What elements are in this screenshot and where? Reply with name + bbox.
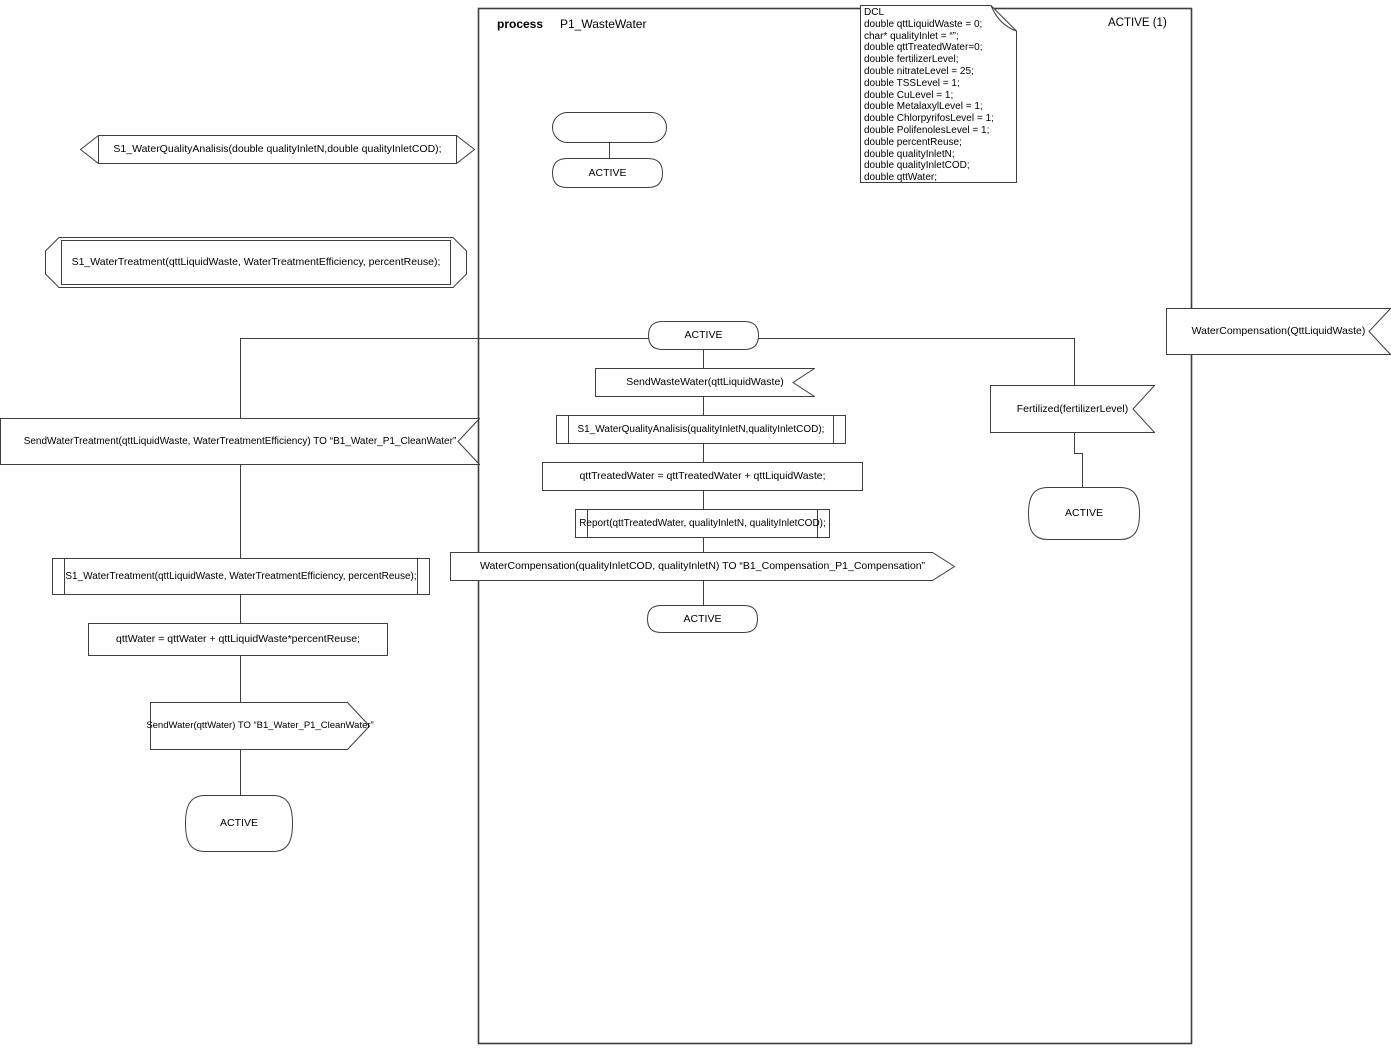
start-symbol[interactable] [552,112,667,143]
shape-outline [860,5,1017,183]
signal-decl-water-treatment[interactable]: S1_WaterTreatment(qttLiquidWaste, WaterT… [45,237,467,288]
call-water-quality-analisis[interactable]: S1_WaterQualityAnalisis(qualityInletN,qu… [556,415,846,444]
task-qtt-water-label: qttWater = qttWater + qttLiquidWaste*per… [116,633,360,646]
call-report-label: Report(qttTreatedWater, qualityInletN, q… [579,517,826,529]
shape-outline [542,462,863,491]
shape-outline [1028,487,1140,540]
shape-outline [450,552,955,581]
output-send-water-treatment-label: SendWaterTreatment(qttLiquidWaste, Water… [23,435,457,447]
shape-outline [556,415,846,444]
shape-outline [88,623,388,656]
state-active-start-label: ACTIVE [588,166,627,179]
state-active-right-label: ACTIVE [1065,507,1103,520]
state-active-mid-label: ACTIVE [684,329,723,342]
process-frame [477,7,1193,1045]
call-water-treatment-label: S1_WaterTreatment(qttLiquidWaste, WaterT… [65,570,417,582]
state-active-mid-end[interactable]: ACTIVE [647,605,758,633]
input-water-compensation[interactable]: WaterCompensation(QttLiquidWaste) [1166,308,1391,355]
shape-outline [80,135,475,164]
input-fertilized[interactable]: Fertilized(fertilizerLevel) [990,385,1155,433]
shape-outline [1166,308,1391,355]
task-qtt-treated-water[interactable]: qttTreatedWater = qttTreatedWater + qttL… [542,462,863,491]
shape-outline [185,795,293,852]
shape-outline [647,605,758,633]
call-water-quality-analisis-label: S1_WaterQualityAnalisis(qualityInletN,qu… [577,423,825,435]
shape-outline [990,385,1155,433]
input-send-waste-water[interactable]: SendWasteWater(qttLiquidWaste) [595,368,815,397]
state-active-mid[interactable]: ACTIVE [648,321,759,350]
shape-outline [52,558,430,595]
output-send-water[interactable]: SendWater(qttWater) TO “B1_Water_P1_Clea… [146,702,374,750]
signal-decl-water-treatment-label: S1_WaterTreatment(qttLiquidWaste, WaterT… [71,256,441,269]
state-active-right[interactable]: ACTIVE [1028,487,1140,540]
signal-decl-water-quality[interactable]: S1_WaterQualityAnalisis(double qualityIn… [80,135,475,164]
input-fertilized-label: Fertilized(fertilizerLevel) [1016,402,1129,415]
process-name: P1_WasteWater [560,17,647,31]
input-water-compensation-label: WaterCompensation(QttLiquidWaste) [1191,325,1366,338]
output-water-compensation[interactable]: WaterCompensation(qualityInletCOD, quali… [450,552,955,581]
shape-outline [552,112,667,143]
instance-count-label: ACTIVE (1) [1108,17,1167,29]
shape-outline [150,702,370,750]
output-water-compensation-label: WaterCompensation(qualityInletCOD, quali… [479,560,926,573]
shape-outline [45,237,467,288]
shape-outline [575,509,830,538]
shape-outline [552,158,663,188]
call-water-treatment[interactable]: S1_WaterTreatment(qttLiquidWaste, WaterT… [52,558,430,595]
shape-outline [0,418,480,465]
shape-outline [595,368,815,397]
call-report[interactable]: Report(qttTreatedWater, qualityInletN, q… [575,509,830,538]
output-send-water-treatment[interactable]: SendWaterTreatment(qttLiquidWaste, Water… [0,418,480,465]
signal-decl-water-quality-label: S1_WaterQualityAnalisis(double qualityIn… [113,143,442,156]
process-kind-label: process [497,17,544,31]
output-send-water-label: SendWater(qttWater) TO “B1_Water_P1_Clea… [146,719,374,731]
shape-outline [648,321,759,350]
input-send-waste-water-label: SendWasteWater(qttLiquidWaste) [626,376,784,389]
state-active-bottom-label: ACTIVE [220,817,258,830]
task-qtt-treated-water-label: qttTreatedWater = qttTreatedWater + qttL… [579,470,826,483]
state-active-bottom[interactable]: ACTIVE [185,795,293,852]
task-qtt-water[interactable]: qttWater = qttWater + qttLiquidWaste*per… [88,623,388,656]
dcl-declarations-box[interactable]: DCL double qttLiquidWaste = 0; char* qua… [860,5,1017,183]
dcl-declarations-text: DCL double qttLiquidWaste = 0; char* qua… [864,7,994,184]
state-active-start[interactable]: ACTIVE [552,158,663,188]
state-active-mid-end-label: ACTIVE [683,612,722,625]
